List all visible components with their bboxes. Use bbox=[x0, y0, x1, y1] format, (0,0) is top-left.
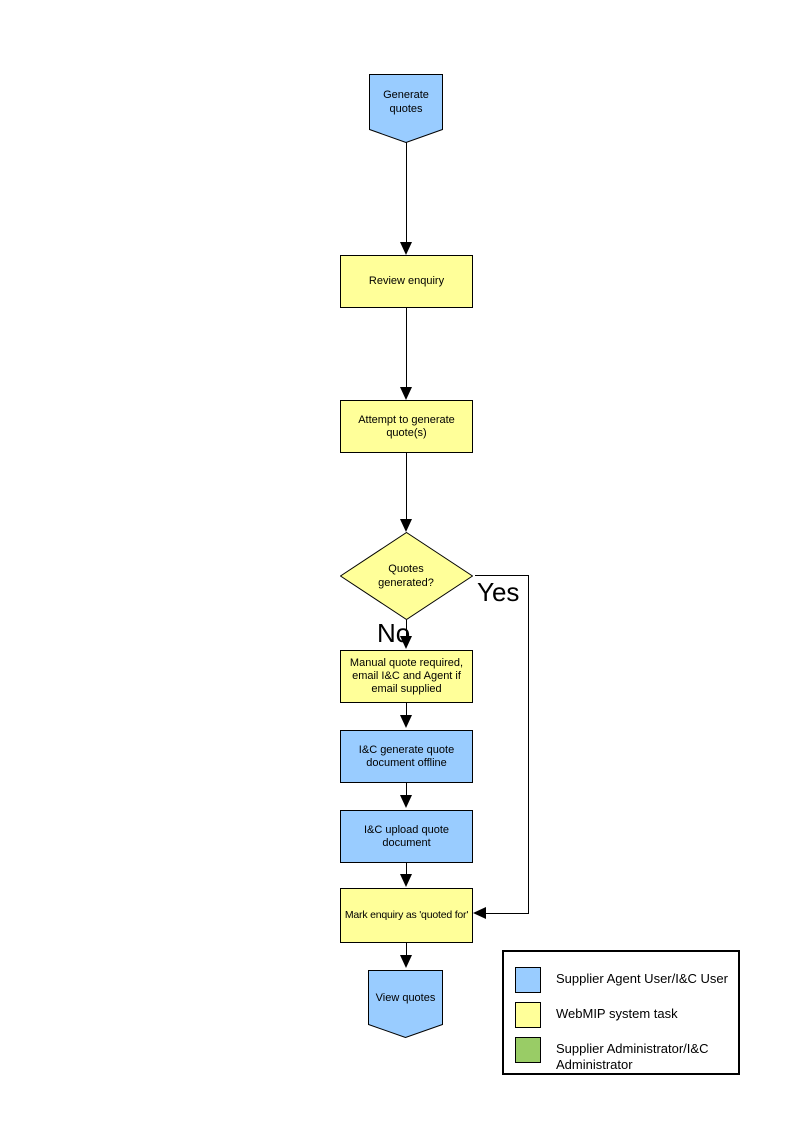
node-mark-quoted-for-label: Mark enquiry as 'quoted for' bbox=[344, 909, 469, 921]
edge-label-yes: Yes bbox=[477, 577, 520, 607]
connector-upload-mark bbox=[406, 863, 407, 876]
node-generate-offline: I&C generate quote document offline bbox=[340, 730, 473, 783]
node-attempt-generate-label: Attempt to generate quote(s) bbox=[358, 413, 455, 439]
connector-start-review bbox=[406, 142, 407, 242]
arrowhead-offline-upload bbox=[400, 795, 412, 808]
node-manual-quote-required-label: Manual quote required, email I&C and Age… bbox=[349, 657, 464, 695]
node-upload-document-label: I&C upload quote document bbox=[363, 823, 449, 849]
node-end-label: View quotes bbox=[375, 991, 436, 1004]
connector-no-vertical bbox=[406, 620, 407, 638]
connector-yes-vertical bbox=[528, 575, 529, 914]
node-decision-label: Quotes generated? bbox=[378, 563, 434, 589]
legend-box: Supplier Agent User/I&C User WebMIP syst… bbox=[502, 950, 740, 1075]
arrowhead-mark-end bbox=[400, 955, 412, 968]
pentagon-down-shape bbox=[368, 970, 443, 1038]
pentagon-down-shape bbox=[369, 74, 443, 143]
legend-item-administrator: Supplier Administrator/I&C Administrator bbox=[515, 1037, 736, 1073]
arrowhead-no-manual bbox=[400, 636, 412, 649]
arrowhead-start-review bbox=[400, 242, 412, 255]
node-mark-quoted-for: Mark enquiry as 'quoted for' bbox=[340, 888, 473, 943]
legend-swatch-yellow bbox=[515, 1002, 541, 1028]
legend-item-agent-user: Supplier Agent User/I&C User bbox=[515, 967, 736, 993]
node-review-enquiry-label: Review enquiry bbox=[368, 275, 445, 287]
edge-label-no: No bbox=[377, 618, 411, 648]
node-review-enquiry: Review enquiry bbox=[340, 255, 473, 308]
node-upload-document: I&C upload quote document bbox=[340, 810, 473, 863]
legend-label-administrator: Supplier Administrator/I&C Administrator bbox=[556, 1041, 709, 1072]
node-start-terminator: Generate quotes bbox=[369, 74, 443, 143]
arrowhead-attempt-decision bbox=[400, 519, 412, 532]
connector-manual-offline bbox=[406, 703, 407, 717]
diamond-shape bbox=[340, 532, 473, 620]
node-end-terminator: View quotes bbox=[368, 970, 443, 1038]
connector-review-attempt bbox=[406, 308, 407, 387]
node-generate-offline-label: I&C generate quote document offline bbox=[358, 743, 455, 769]
node-attempt-generate: Attempt to generate quote(s) bbox=[340, 400, 473, 453]
connector-yes-horizontal-bottom bbox=[484, 913, 529, 914]
connector-mark-end bbox=[406, 943, 407, 957]
arrowhead-review-attempt bbox=[400, 387, 412, 400]
legend-swatch-green bbox=[515, 1037, 541, 1063]
node-quotes-generated-decision: Quotes generated? bbox=[340, 532, 473, 620]
node-start-label: Generate quotes bbox=[383, 89, 429, 115]
node-manual-quote-required: Manual quote required, email I&C and Age… bbox=[340, 650, 473, 703]
arrowhead-manual-offline bbox=[400, 715, 412, 728]
legend-item-system-task: WebMIP system task bbox=[515, 1002, 736, 1028]
legend-label-agent-user: Supplier Agent User/I&C User bbox=[556, 971, 728, 986]
legend-swatch-blue bbox=[515, 967, 541, 993]
arrowhead-yes-mark-quoted bbox=[473, 907, 486, 919]
connector-yes-horizontal-top bbox=[475, 575, 529, 576]
connector-offline-upload bbox=[406, 783, 407, 797]
legend-label-system-task: WebMIP system task bbox=[556, 1006, 678, 1021]
connector-attempt-decision bbox=[406, 453, 407, 519]
arrowhead-upload-mark bbox=[400, 874, 412, 887]
